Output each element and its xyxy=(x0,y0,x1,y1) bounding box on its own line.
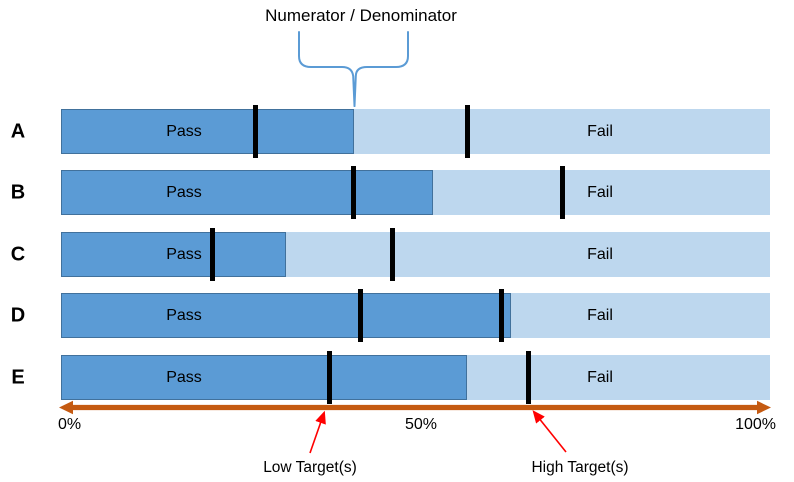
stacked-bar: Pass Fail xyxy=(61,289,770,342)
pass-segment xyxy=(61,355,468,400)
pass-segment xyxy=(61,109,354,154)
axis-label-100: 100% xyxy=(735,416,776,433)
stacked-bar: Pass Fail xyxy=(61,105,770,158)
pass-label: Pass xyxy=(166,306,202,324)
pass-segment xyxy=(61,293,512,338)
fail-segment xyxy=(353,109,770,154)
axis-label-0: 0% xyxy=(58,416,82,433)
high-target-arrow xyxy=(532,410,567,453)
low-target-tick xyxy=(326,351,332,404)
high-target-tick xyxy=(389,228,395,281)
bar-row-e: E Pass Fail xyxy=(0,351,794,404)
high-target-label: High Target(s) xyxy=(531,459,629,476)
high-target-tick xyxy=(498,289,504,342)
chart-title: Numerator / Denominator xyxy=(265,6,457,25)
axis-label-50: 50% xyxy=(404,416,438,433)
low-target-tick xyxy=(351,166,357,219)
stacked-bar: Pass Fail xyxy=(61,351,770,404)
high-target-tick xyxy=(525,351,531,404)
fail-segment xyxy=(511,293,770,338)
fail-label: Fail xyxy=(587,122,613,140)
pass-label: Pass xyxy=(166,368,202,386)
low-target-label: Low Target(s) xyxy=(263,459,357,476)
low-target-arrow xyxy=(309,410,326,454)
fail-label: Fail xyxy=(587,368,613,386)
pass-label: Pass xyxy=(166,183,202,201)
low-target-tick xyxy=(253,105,259,158)
low-target-tick xyxy=(209,228,215,281)
high-target-tick xyxy=(559,166,565,219)
pass-segment xyxy=(61,232,286,277)
category-label: A xyxy=(10,120,26,142)
numerator-denominator-brace xyxy=(298,31,409,107)
category-label: B xyxy=(10,181,26,203)
bar-row-b: B Pass Fail xyxy=(0,166,794,219)
fail-segment xyxy=(467,355,770,400)
bar-row-a: A Pass Fail xyxy=(0,105,794,158)
stacked-bar: Pass Fail xyxy=(61,166,770,219)
fail-label: Fail xyxy=(587,306,613,324)
fail-label: Fail xyxy=(587,183,613,201)
category-label: C xyxy=(10,243,26,265)
pass-label: Pass xyxy=(166,245,202,263)
stacked-bar: Pass Fail xyxy=(61,228,770,281)
x-axis-arrow xyxy=(59,400,771,415)
high-target-tick xyxy=(464,105,470,158)
category-label: E xyxy=(11,366,25,388)
bar-row-d: D Pass Fail xyxy=(0,289,794,342)
category-label: D xyxy=(10,304,26,326)
fail-label: Fail xyxy=(587,245,613,263)
pass-label: Pass xyxy=(166,122,202,140)
low-target-tick xyxy=(357,289,363,342)
pass-segment xyxy=(61,170,434,215)
bar-row-c: C Pass Fail xyxy=(0,228,794,281)
fail-segment xyxy=(285,232,770,277)
fail-segment xyxy=(433,170,770,215)
